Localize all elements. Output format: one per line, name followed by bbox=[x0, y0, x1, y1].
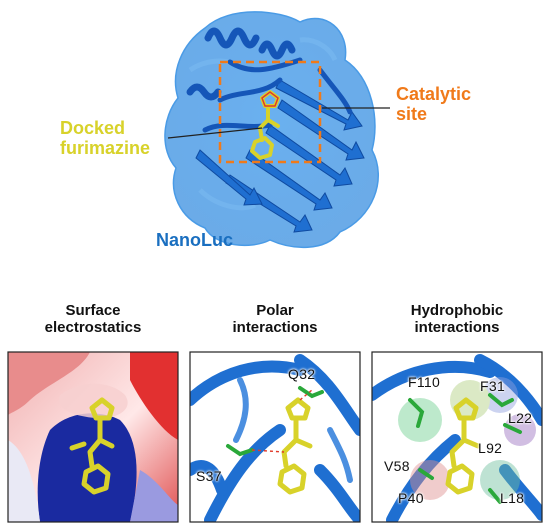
residue-label: F31 bbox=[480, 378, 506, 394]
panel-title-line1: Surface bbox=[65, 302, 121, 319]
panel-title-line1: Hydrophobic bbox=[410, 302, 504, 319]
protein-label: NanoLuc bbox=[156, 230, 234, 250]
residue-label: P40 bbox=[398, 490, 424, 506]
panel-hydrophobic-frame bbox=[371, 351, 543, 523]
panel-title-line2: interactions bbox=[414, 319, 500, 336]
panel-title-line1: Polar bbox=[256, 302, 294, 319]
residue-label: Q32 bbox=[288, 366, 316, 382]
ligand-leader-line bbox=[167, 127, 263, 139]
panel-electrostatics-image bbox=[8, 352, 178, 522]
ligand-label-line1: Docked bbox=[60, 118, 126, 138]
catalytic-site-label: Catalytic site bbox=[396, 84, 471, 124]
residue-label: V58 bbox=[384, 458, 410, 474]
residue-label: F110 bbox=[408, 374, 441, 390]
panel-title-hydrophobic: Hydrophobic interactions bbox=[372, 302, 542, 336]
site-label-line1: Catalytic bbox=[396, 84, 472, 104]
panel-hydrophobic-image bbox=[372, 352, 542, 522]
panel-title-electrostatics: Surface electrostatics bbox=[8, 302, 178, 336]
panel-title-polar: Polar interactions bbox=[190, 302, 360, 336]
residue-label: S37 bbox=[196, 468, 222, 484]
panel-polar-frame bbox=[189, 351, 361, 523]
helix-ribbons bbox=[186, 27, 296, 101]
panel-title-line2: interactions bbox=[232, 319, 318, 336]
panel-electrostatics-frame bbox=[7, 351, 179, 523]
panel-title-line2: electrostatics bbox=[44, 319, 142, 336]
residue-label: L22 bbox=[508, 410, 533, 426]
ligand-label-line2: furimazine bbox=[60, 138, 151, 158]
residue-label: L18 bbox=[500, 490, 525, 506]
catalytic-site-box bbox=[218, 60, 322, 164]
panel-polar-image bbox=[190, 352, 360, 522]
site-label-line2: site bbox=[396, 104, 428, 124]
nanoluc-structure bbox=[164, 11, 390, 249]
residue-label: L92 bbox=[478, 440, 503, 456]
ligand-label: Docked furimazine bbox=[60, 118, 150, 158]
beta-strands bbox=[195, 79, 365, 233]
